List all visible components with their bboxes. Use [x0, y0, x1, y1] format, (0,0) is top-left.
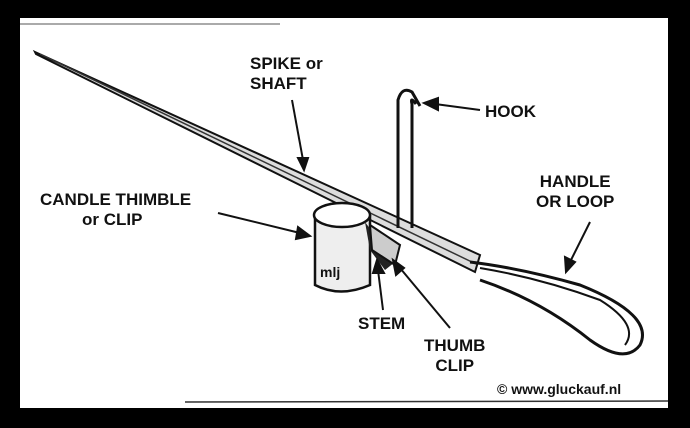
label-stem: STEM: [358, 314, 406, 333]
hook: [396, 88, 422, 228]
handle-loop: [469, 260, 644, 356]
copyright: © www.gluckauf.nl: [497, 381, 622, 397]
label-hook: HOOK: [485, 102, 536, 121]
leader-arrows: [217, 96, 591, 329]
artist-mark: mlj: [320, 264, 341, 280]
bottom-rule: [184, 400, 669, 403]
